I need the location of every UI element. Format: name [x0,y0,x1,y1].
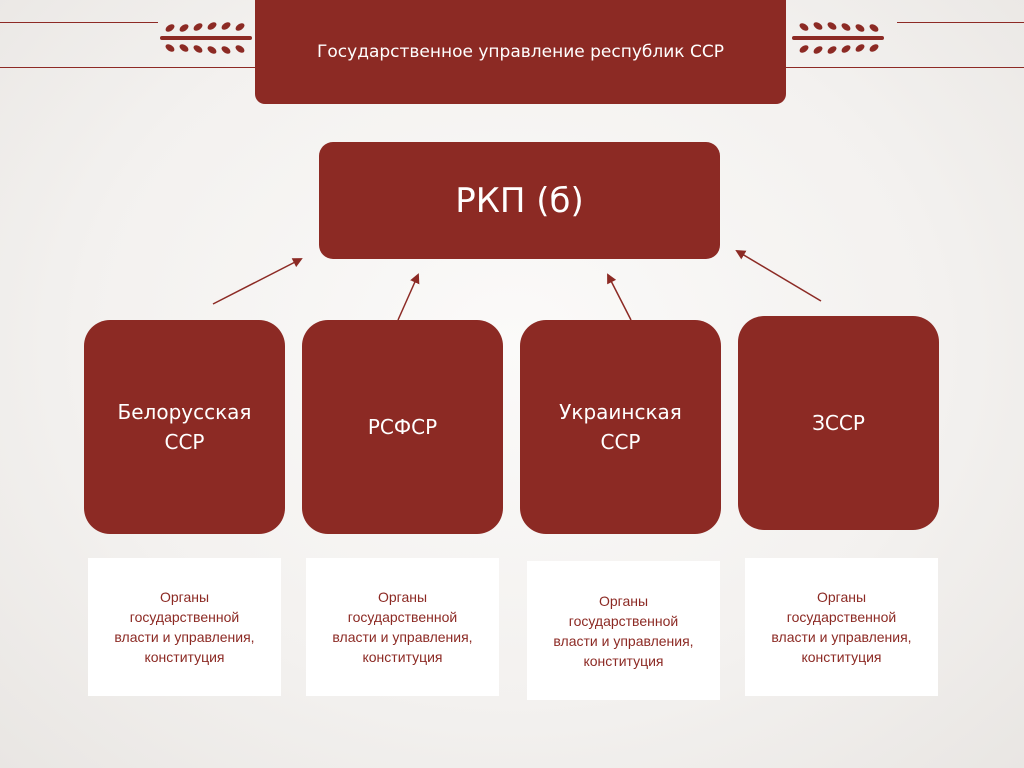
republic-node-rsfsr: РСФСР [302,320,503,534]
page-title: Государственное управление республик ССР [255,0,786,104]
note-line: государственной [786,609,897,625]
republic-node-label: ЗССР [812,411,865,435]
note-line: Органы [159,589,210,605]
note-line: Органы [598,592,649,609]
arrow-rsfsr [397,273,420,321]
note-line: власти и управления, [553,632,694,649]
page-title-text: Государственное управление республик ССР [317,42,724,62]
note-line: Органы [816,589,867,605]
note-line: конституция [362,649,443,665]
header-rule-left-top [0,22,158,23]
note-zsfsr: Органы государственной власти и управлен… [745,558,938,696]
note-rsfsr: Органы государственной власти и управлен… [306,558,499,696]
party-node: РКП (б) [319,142,720,259]
header-rule-right-top [897,22,1024,23]
note-line: Органы [377,589,428,605]
republic-node-label: РСФСР [367,415,438,439]
note-line: государственной [347,609,458,625]
arrow-ukraine [607,273,632,321]
header-rule-right-bottom [786,67,1024,68]
party-node-label: РКП (б) [455,180,584,221]
republic-node-label: Украинская ССР [559,400,682,454]
note-line: конституция [801,649,882,665]
republic-node-zsfsr: ЗССР [738,316,939,530]
note-line: власти и управления, [114,629,255,645]
note-line: власти и управления, [332,629,473,645]
arrow-zsfsr [735,249,822,302]
header-rule-left-bottom [0,67,255,68]
note-line: конституция [144,649,225,665]
republic-node-belarus: Белорусская ССР [84,320,285,534]
note-ukraine: Органы государственной власти и управлен… [527,561,720,700]
arrow-belarus [212,258,303,305]
note-line: государственной [568,612,679,629]
republic-node-label: Белорусская ССР [117,400,252,454]
note-line: власти и управления, [771,629,912,645]
wheat-ornament-icon [160,22,252,54]
wheat-ornament-icon [792,22,884,54]
republic-node-ukraine: Украинская ССР [520,320,721,534]
note-line: конституция [583,652,664,669]
note-belarus: Органы государственной власти и управлен… [88,558,281,696]
note-line: государственной [129,609,240,625]
